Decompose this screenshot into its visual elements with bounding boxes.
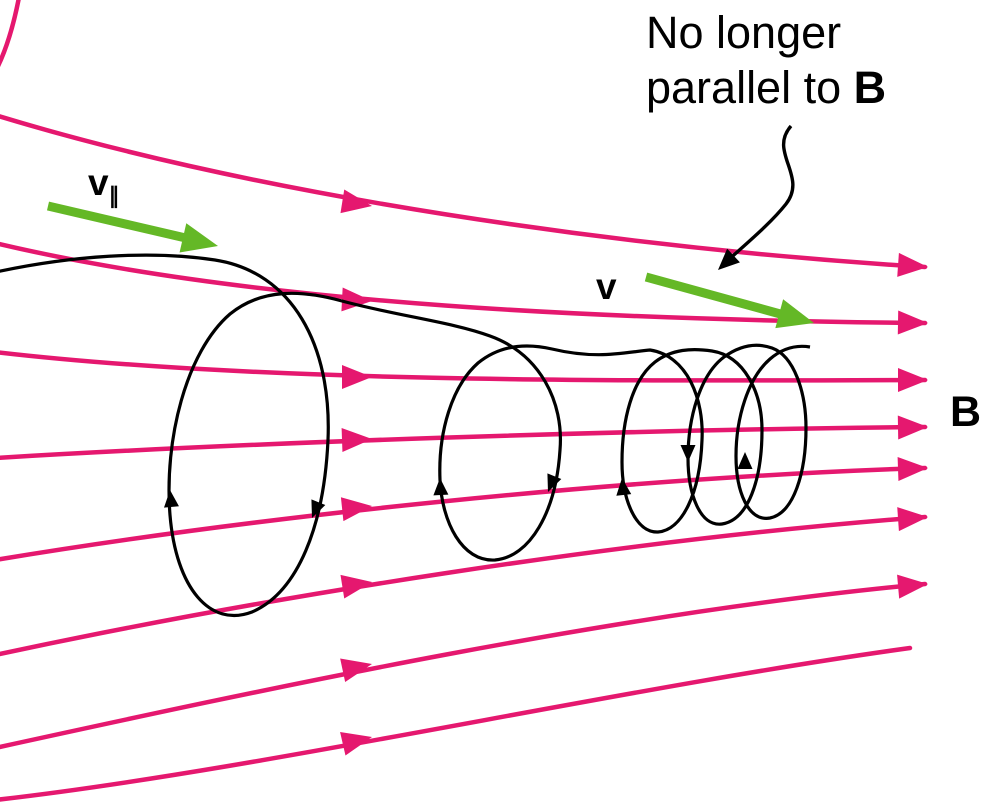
v-arrowhead [775, 299, 818, 338]
spiral-arrowhead-up [162, 489, 179, 508]
annotation-line1: No longer [646, 7, 842, 58]
v-label: v [596, 266, 617, 307]
field-arrowhead [897, 252, 929, 279]
field-arrowhead [341, 427, 373, 453]
field-line-8 [0, 645, 913, 802]
v-parallel-symbol: v [88, 162, 109, 203]
annotation-pointer [711, 124, 795, 277]
field-line-5 [0, 465, 928, 562]
annotation-text: No longer parallel to B [646, 6, 886, 116]
field-line-7 [0, 581, 928, 750]
field-arrowhead [897, 456, 929, 482]
field-arrowhead [341, 287, 373, 313]
field-line-6 [0, 514, 928, 657]
particle-spiral-path [0, 253, 811, 618]
field-line-end-arrowheads [897, 252, 930, 599]
velocity-arrows [46, 201, 818, 338]
v-parallel-arrowhead [179, 223, 222, 261]
field-arrowhead [897, 415, 929, 440]
field-line-4 [0, 424, 928, 460]
field-line-corner [0, 0, 21, 68]
annotation-line2: parallel to [646, 61, 854, 113]
squiggle-line [723, 124, 795, 265]
v-parallel-subscript: ∥ [108, 183, 120, 208]
v-arrow-shaft [644, 272, 786, 320]
v-parallel-label: v∥ [88, 162, 120, 209]
spiral-arrowhead-up [432, 477, 449, 496]
annotation-b-symbol: B [853, 61, 887, 113]
field-line-1 [0, 114, 928, 270]
field-arrowhead [897, 310, 929, 335]
field-arrowhead [897, 505, 929, 532]
v-parallel-arrow-shaft [46, 201, 192, 244]
spiral-arrowhead-down [680, 445, 696, 462]
field-arrowhead [340, 494, 374, 522]
field-arrowhead [898, 368, 928, 392]
field-arrowhead [897, 572, 930, 599]
field-arrowhead [342, 365, 372, 389]
b-field-label: B [950, 388, 982, 436]
field-line-3 [0, 350, 928, 383]
field-lines [0, 0, 928, 802]
spiral-arrowhead-up [737, 452, 753, 469]
